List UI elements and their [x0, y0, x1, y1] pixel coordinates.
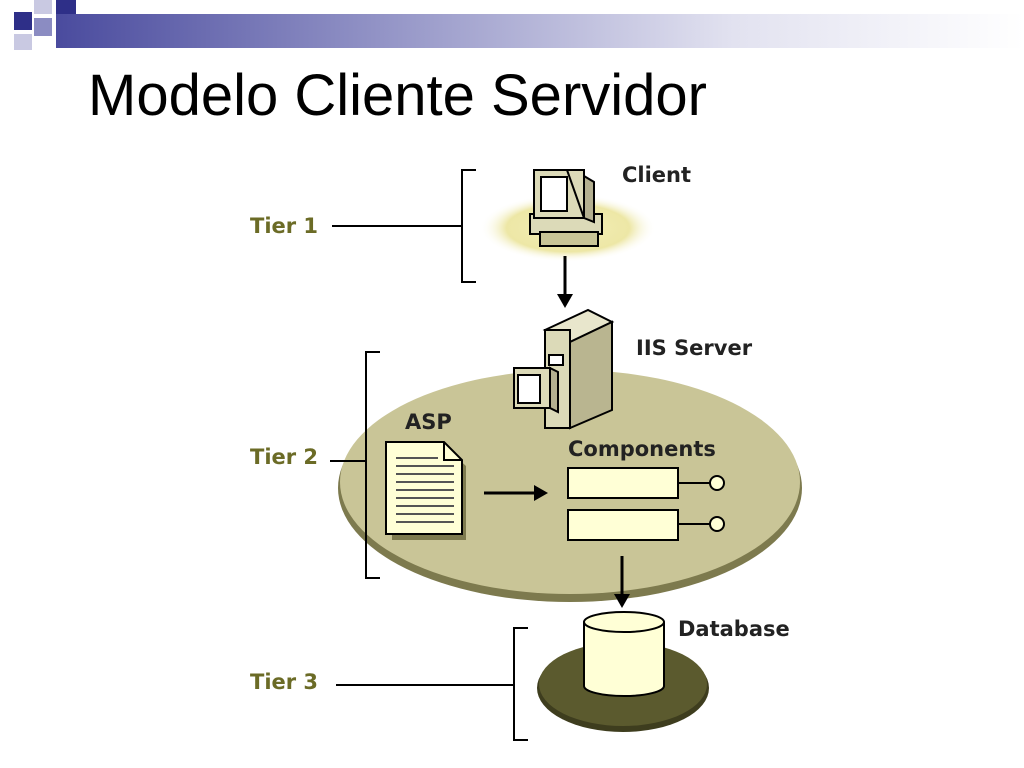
tier-1-bracket	[461, 169, 476, 283]
iis-server-label: IIS Server	[636, 336, 753, 360]
database-icon	[583, 611, 665, 697]
client-label: Client	[622, 163, 691, 187]
tier-3-group: Tier 3 Database	[250, 611, 790, 741]
arrow-client-to-server	[557, 256, 573, 308]
arrow-asp-to-components	[484, 485, 548, 501]
component-box-1	[567, 467, 725, 499]
header-checker-logo	[0, 0, 76, 50]
database-label: Database	[678, 617, 790, 641]
component-box-2	[567, 509, 725, 541]
tier-3-label: Tier 3	[250, 670, 318, 694]
arrow-server-to-database	[614, 556, 630, 608]
header-gradient-bar	[56, 14, 1024, 48]
tier-2-group: Tier 2 IIS Server ASP	[250, 308, 802, 602]
page-title: Modelo Cliente Servidor	[88, 63, 707, 128]
asp-label: ASP	[405, 410, 452, 434]
tier-1-group: Tier 1 Client	[250, 163, 691, 283]
components-label: Components	[568, 437, 716, 461]
tier-2-label: Tier 2	[250, 445, 318, 469]
document-icon	[385, 441, 466, 540]
tier-2-bracket	[365, 351, 380, 579]
computer-icon	[529, 169, 603, 247]
server-icon	[513, 308, 615, 430]
tier-1-label: Tier 1	[250, 214, 318, 238]
tier-3-bracket	[513, 627, 528, 741]
